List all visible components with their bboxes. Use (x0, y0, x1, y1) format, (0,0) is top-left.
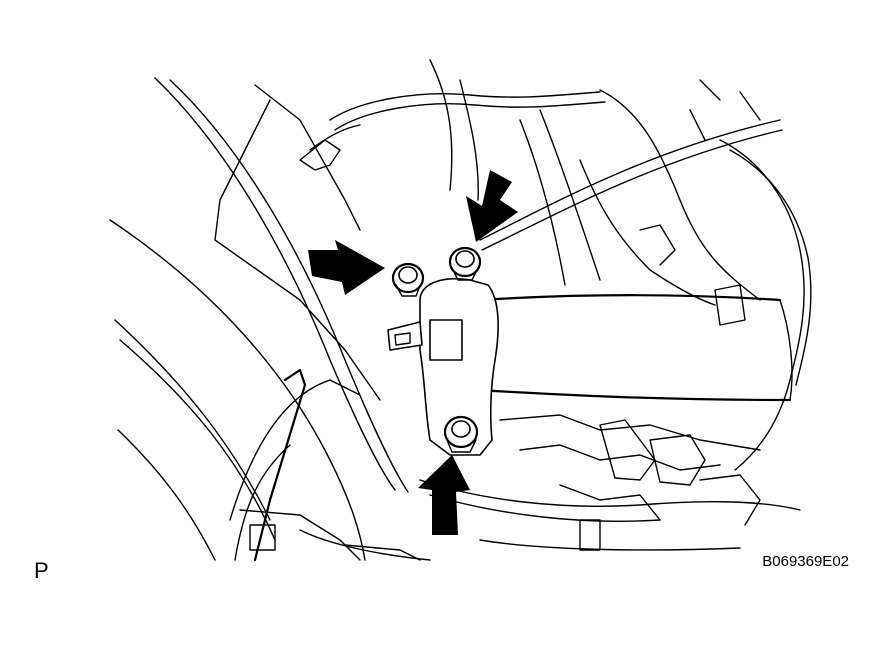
part-code-label: B069369E02 (762, 553, 849, 570)
bolt-lower (443, 415, 479, 453)
bearing-bracket (387, 277, 499, 456)
arrow-to-upper-right-bolt (466, 170, 518, 242)
body-frame-lines (109, 59, 761, 561)
view-label: P (34, 558, 49, 583)
lower-mechanism (419, 414, 801, 551)
bolt-upper-left (391, 262, 425, 297)
lower-left-panel (229, 368, 431, 562)
bolt-upper-right (448, 246, 482, 281)
wiring-harness (299, 91, 812, 471)
arrow-to-lower-bolt (418, 455, 470, 535)
arrow-to-upper-left-bolt (308, 240, 385, 295)
